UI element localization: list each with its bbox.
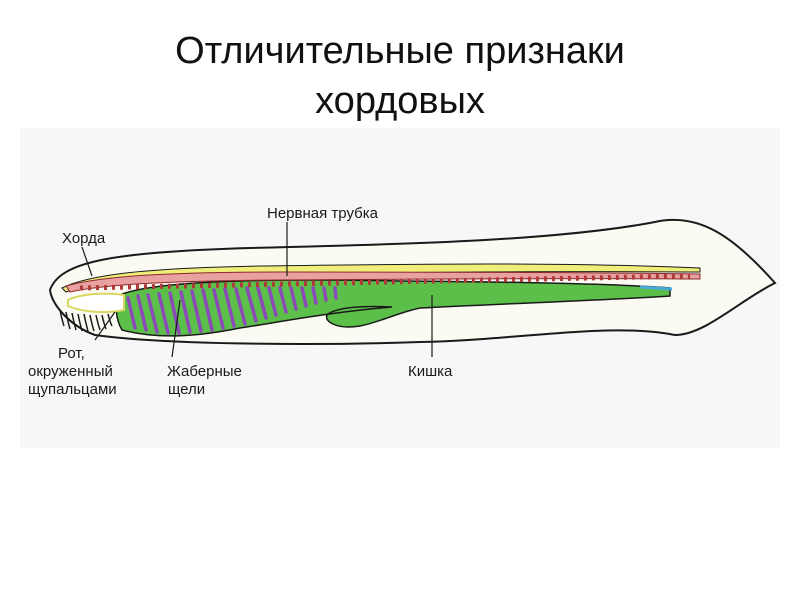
gills-label-line1: Жаберные	[167, 363, 242, 380]
mouth-label-line3: щупальцами	[28, 381, 117, 398]
mouth-label-line2: окруженный	[28, 363, 113, 380]
intestine-tail	[640, 287, 672, 289]
mouth-label-line1: Рот,	[58, 345, 85, 362]
gill-slit	[335, 288, 336, 298]
notochord-label: Хорда	[62, 230, 106, 247]
nerve-tube-label: Нервная трубка	[267, 205, 379, 222]
gill-slit	[324, 288, 326, 300]
intestine-label: Кишка	[408, 363, 453, 380]
gills-label-line2: щели	[168, 381, 205, 398]
mouth-cavity	[68, 294, 124, 312]
